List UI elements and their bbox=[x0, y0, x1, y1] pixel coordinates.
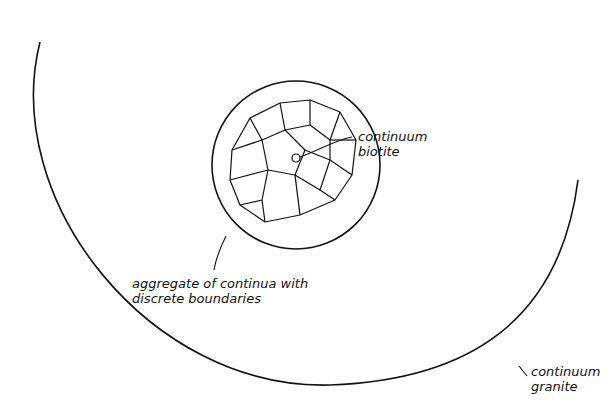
biotite-grain bbox=[292, 154, 300, 162]
leader-line bbox=[300, 137, 352, 157]
leader-line bbox=[519, 366, 527, 376]
callout-label: continuum granite bbox=[531, 364, 605, 394]
callout-label: aggregate of continua with discrete boun… bbox=[132, 276, 314, 306]
granite-outline bbox=[33, 42, 578, 385]
callout-label: continuum biotite bbox=[358, 129, 438, 159]
grain-boundaries bbox=[230, 100, 356, 222]
aggregate-circle bbox=[212, 81, 380, 249]
leader-line bbox=[214, 236, 226, 270]
